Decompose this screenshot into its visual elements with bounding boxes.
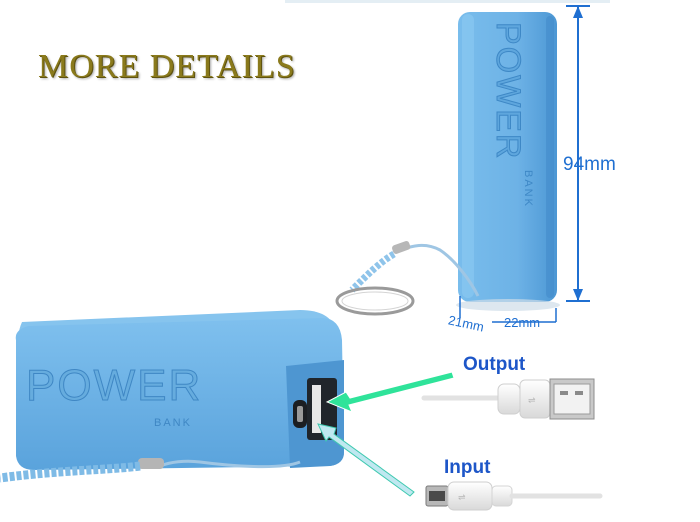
top-band xyxy=(285,0,610,3)
usb-logo-icon: ⇌ xyxy=(528,396,536,406)
usb-a-cable: ⇌ xyxy=(421,378,595,420)
micro-usb-cable: ⇌ xyxy=(425,481,603,511)
horizontal-power-bank: POWER BANK xyxy=(15,310,344,470)
output-arrow xyxy=(325,371,455,413)
input-label: Input xyxy=(444,457,491,478)
page-title: MORE DETAILS xyxy=(38,48,296,85)
width-dimension-label: 22mm xyxy=(504,315,541,330)
width-dimension-line xyxy=(459,296,557,323)
vertical-power-bank: POWER BANK xyxy=(456,12,560,311)
output-label: Output xyxy=(463,354,526,375)
height-dimension-label: 94mm xyxy=(563,154,616,175)
vertical-brand-text: POWER xyxy=(489,22,527,160)
horizontal-brand-text: POWER xyxy=(26,361,202,410)
vertical-sub-text: BANK xyxy=(522,170,534,208)
input-arrow xyxy=(317,423,415,497)
horizontal-lanyard xyxy=(0,458,301,483)
height-dimension-line xyxy=(566,5,590,302)
vertical-lanyard xyxy=(335,241,480,316)
horizontal-sub-text: BANK xyxy=(154,417,192,429)
vertical-brand-logo: POWER BANK xyxy=(489,22,535,208)
usb-logo-icon-small: ⇌ xyxy=(458,493,466,503)
